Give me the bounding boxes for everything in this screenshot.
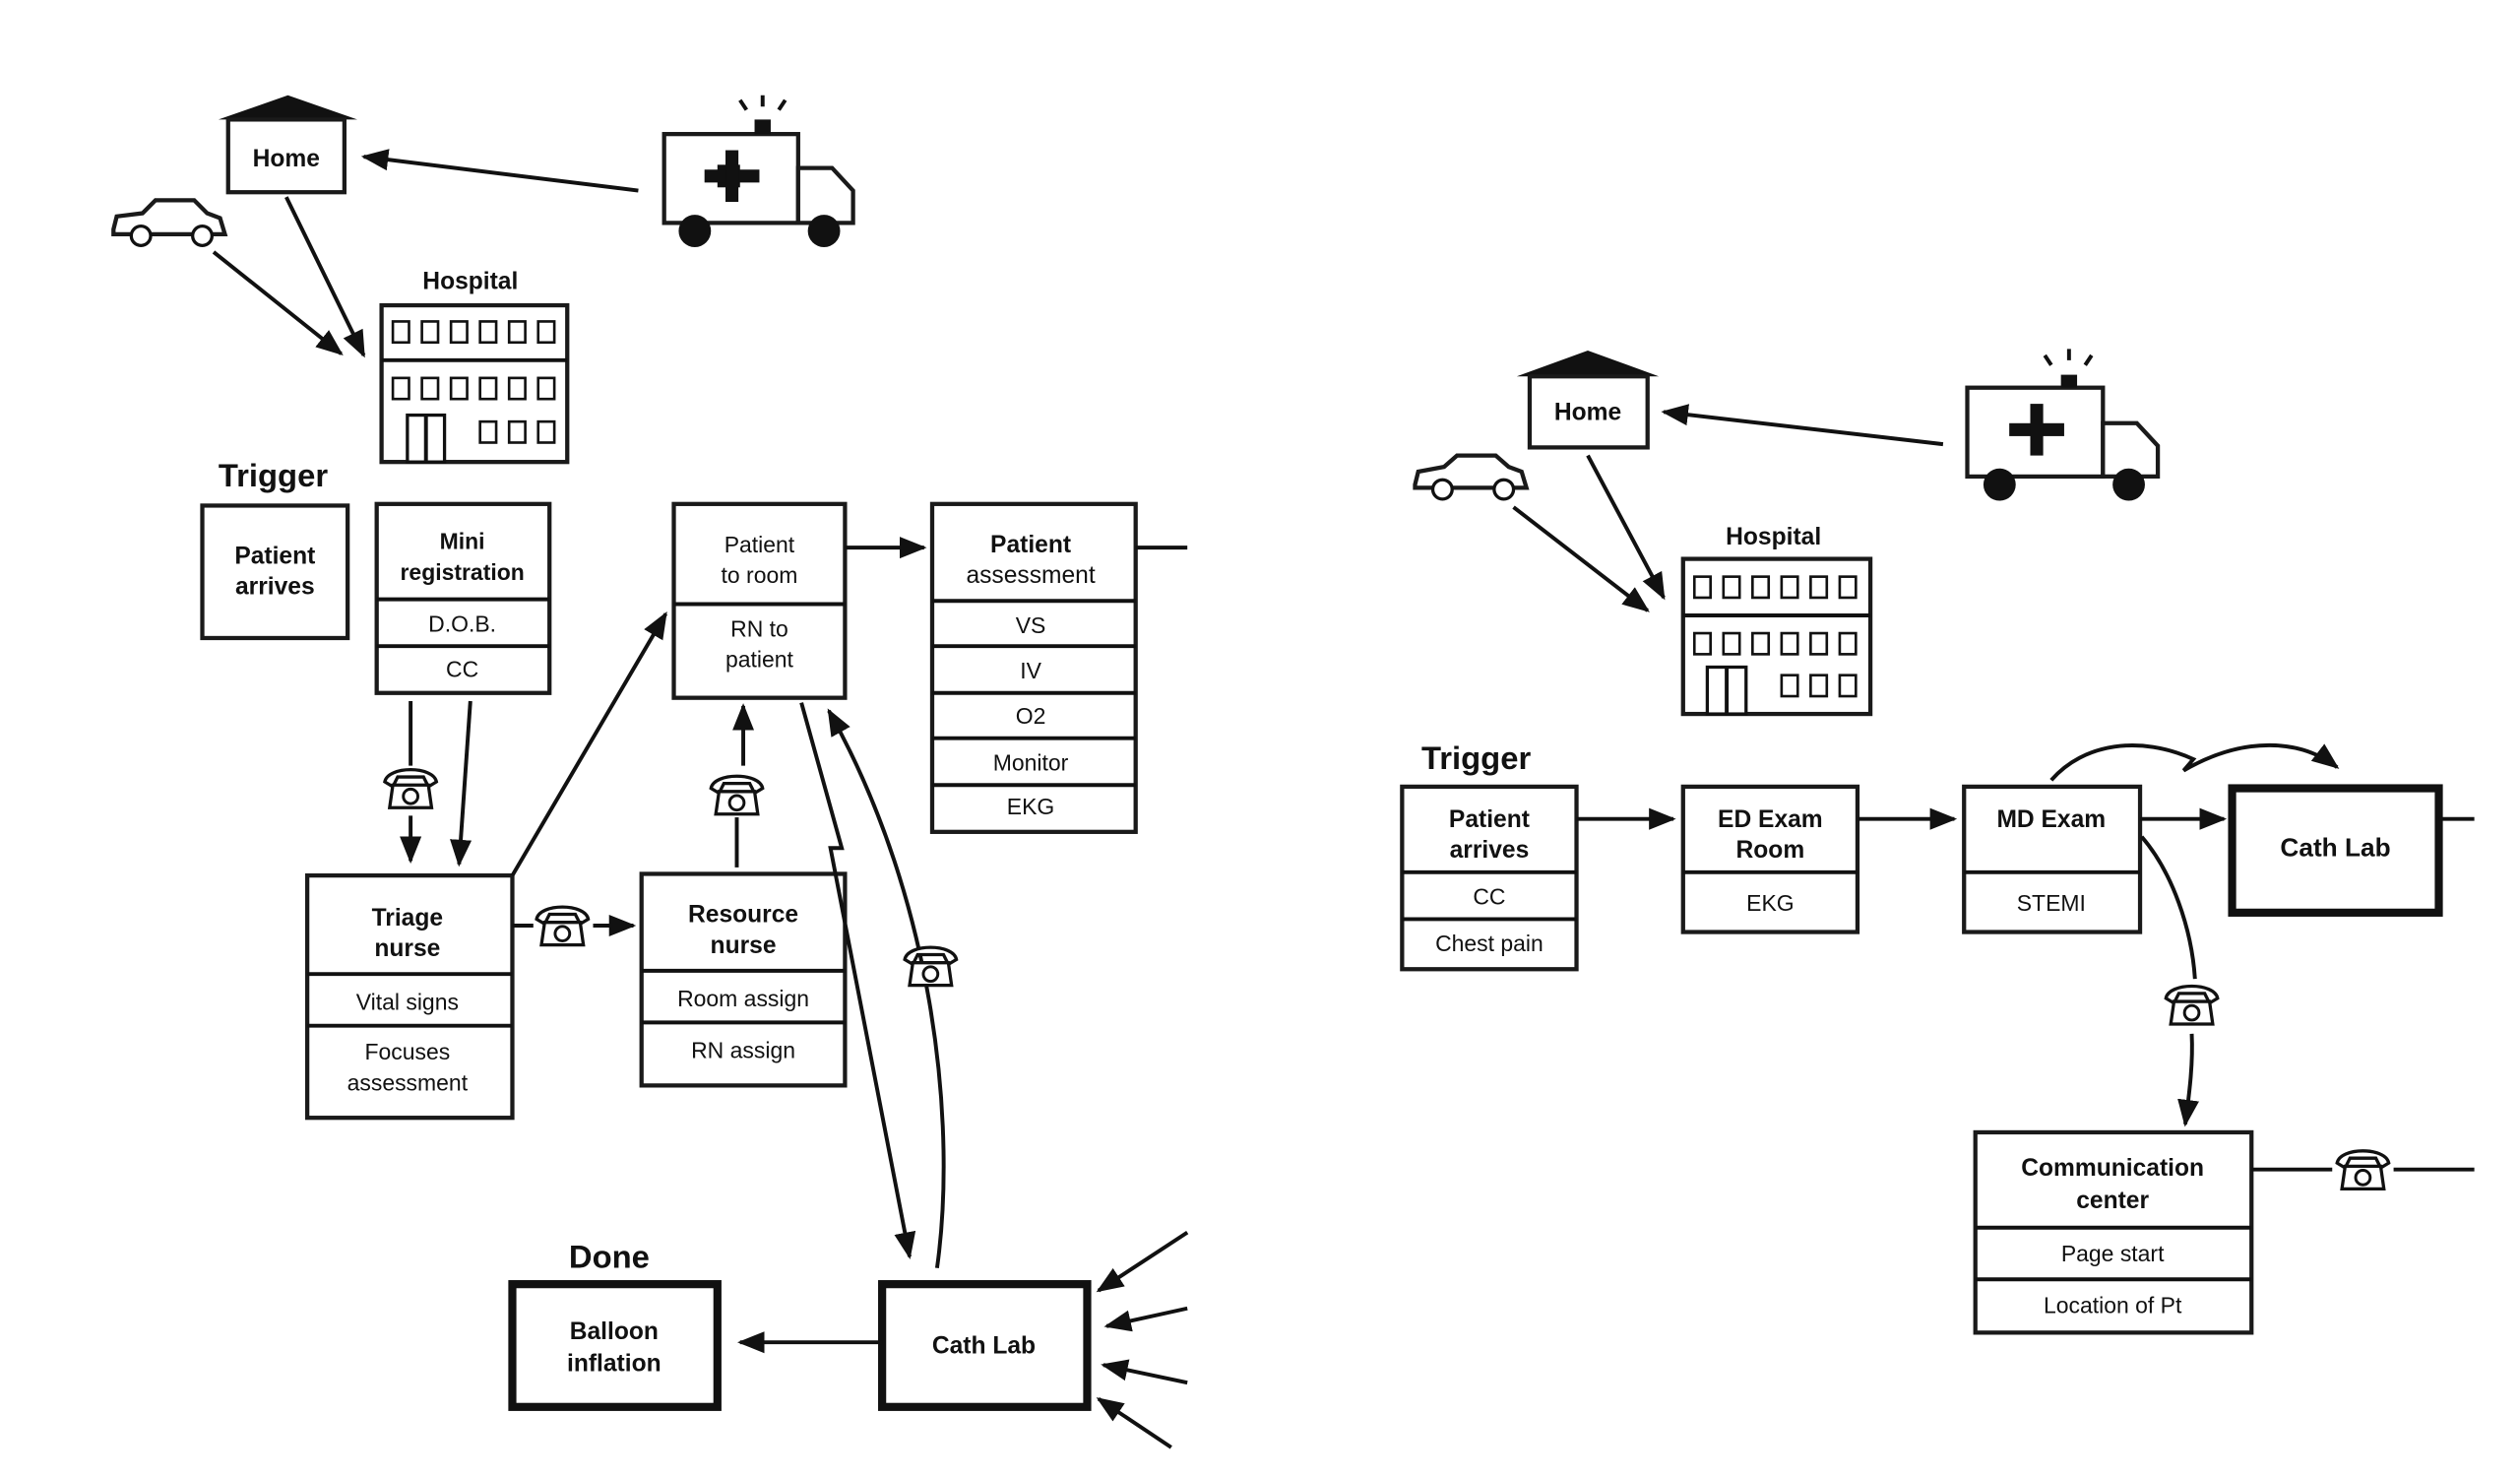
right-md-exam-label: MD Exam [1996,806,2106,833]
left-assessment-row-vs: VS [1016,612,1046,638]
left-done-label: Done [569,1239,650,1275]
left-resource-nurse-box: Resource nurse Room assign RN assign [639,871,848,1088]
left-rn-to-patient-line1: RN to [730,615,788,641]
right-patient-arrives-line1: Patient [1449,806,1530,833]
right-communication-line2: center [2076,1188,2149,1214]
left-triage-row-vitals: Vital signs [356,989,459,1014]
left-mini-reg-line2: registration [400,559,524,585]
car-icon [111,198,228,247]
telephone-icon [383,768,439,809]
telephone-icon [709,774,765,816]
left-mini-row-dob: D.O.B. [428,610,496,636]
left-assessment-row-iv: IV [1020,658,1041,683]
left-triage-line1: Triage [372,905,443,932]
left-home-label: Home [253,146,320,172]
left-triage-focused-line1: Focuses [364,1039,450,1064]
right-trigger-label: Trigger [1421,739,1531,776]
left-balloon-line2: inflation [567,1351,662,1378]
left-triage-nurse-box: Triage nurse Vital signs Focuses assessm… [305,872,515,1121]
left-triage-line2: nurse [374,935,440,962]
hospital-building-icon [1680,556,1873,717]
left-patient-to-room-box: Patient to room RN to patient [671,501,848,700]
left-triage-focused-line2: assessment [347,1069,469,1095]
right-diagram: Home Hospital [1400,349,2475,1335]
right-hospital-label: Hospital [1726,524,1821,550]
left-rn-to-patient-line2: patient [725,647,794,673]
ambulance-icon [662,95,855,247]
right-patient-arrives-line2: arrives [1450,837,1530,864]
right-ed-exam-line1: ED Exam [1718,806,1823,833]
right-communication-line1: Communication [2021,1155,2204,1182]
right-ed-row-ekg: EKG [1746,890,1794,916]
car-icon [1413,453,1530,501]
telephone-icon [2164,984,2220,1026]
house-icon: Home [1516,350,1660,450]
ambulance-icon [1965,349,2161,501]
right-home-label: Home [1554,400,1621,426]
telephone-icon [903,945,959,988]
telephone-icon [2335,1149,2391,1191]
left-mini-reg-line1: Mini [440,529,485,554]
left-assessment-row-monitor: Monitor [993,749,1069,775]
left-resource-line1: Resource [688,902,798,929]
right-communication-row-page: Page start [2061,1241,2165,1266]
left-assessment-row-ekg: EKG [1007,794,1054,819]
left-assessment-row-o2: O2 [1016,703,1046,729]
right-communication-row-location: Location of Pt [2044,1293,2182,1318]
left-balloon-line1: Balloon [570,1318,659,1345]
right-cath-lab-label: Cath Lab [2280,832,2390,862]
house-icon: Home [218,95,357,195]
right-cath-lab-box: Cath Lab [2228,784,2443,917]
right-ed-exam-room-box: ED Exam Room EKG [1680,784,1860,934]
right-communication-center-box: Communication center Page start Location… [1973,1129,2254,1335]
right-patient-row-cc: CC [1473,884,1505,910]
left-mini-row-cc: CC [446,656,478,681]
left-resource-row-room: Room assign [677,986,809,1011]
telephone-icon [535,905,591,947]
hospital-building-icon [379,302,570,465]
left-assessment-line1: Patient [990,532,1071,558]
left-patient-arrives-line1: Patient [234,544,315,570]
left-cath-lab-label: Cath Lab [932,1333,1036,1360]
left-hospital-label: Hospital [422,269,518,295]
left-patient-assessment-box: Patient assessment VS IV O2 Monitor EKG [929,501,1138,834]
left-patient-arrives-line2: arrives [235,574,315,601]
right-md-row-stemi: STEMI [2017,890,2086,916]
left-mini-registration-box: Mini registration D.O.B. CC [374,501,552,695]
right-patient-row-chest-pain: Chest pain [1435,931,1544,956]
left-patient-to-room-line2: to room [722,562,798,588]
left-patient-to-room-line1: Patient [724,532,795,557]
left-resource-row-rn: RN assign [691,1037,795,1062]
left-trigger-label: Trigger [219,457,328,493]
right-md-exam-box: MD Exam STEMI [1962,784,2143,934]
left-balloon-inflation-box: Balloon inflation [508,1280,722,1411]
right-patient-arrives-box: Patient arrives CC Chest pain [1400,784,1579,972]
left-cath-lab-box: Cath Lab [878,1280,1092,1411]
left-diagram: Home Hospital [111,95,1189,1449]
left-resource-line2: nurse [711,932,777,959]
left-patient-arrives-box: Patient arrives [200,503,350,641]
right-ed-exam-line2: Room [1736,837,1805,864]
left-assessment-line2: assessment [966,562,1095,589]
